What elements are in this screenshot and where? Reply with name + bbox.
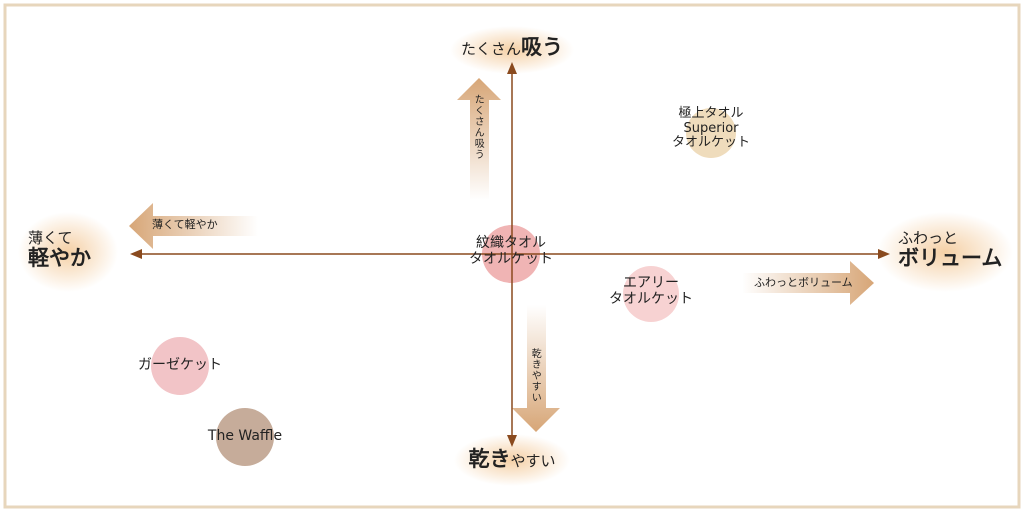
- product-label-airy: エアリー タオルケット: [591, 275, 711, 307]
- axis-left-line2: 軽やか: [28, 245, 91, 270]
- bubble-gauze: [151, 337, 209, 395]
- axis-top-prefix: たくさん: [460, 40, 521, 58]
- glow-top: [450, 26, 574, 74]
- axis-label-left: 薄くて 軽やか: [28, 230, 91, 270]
- axis-arrowhead-left: [130, 249, 142, 259]
- axis-left-line1: 薄くて: [28, 229, 73, 247]
- product-waffle-line1: The Waffle: [207, 428, 283, 444]
- arrow-label-top: たくさん吸う: [472, 94, 484, 160]
- product-label-mon-ori: 紋織タオル タオルケット: [446, 235, 576, 267]
- axis-arrowhead-down: [507, 435, 517, 447]
- axis-top-main: 吸う: [521, 35, 563, 59]
- bubble-airy: [623, 266, 679, 322]
- axis-bottom-main: 乾き: [468, 447, 511, 471]
- product-mon-ori-line2: タオルケット: [469, 250, 553, 267]
- arrow-left: [129, 203, 258, 249]
- product-superior-line1: 極上タオル: [678, 106, 744, 121]
- frame-border: [3, 3, 1021, 509]
- arrow-label-right: ふわっとボリューム: [754, 276, 853, 289]
- axis-label-top: たくさん吸う: [452, 35, 572, 60]
- product-mon-ori-line1: 紋織タオル: [476, 235, 546, 251]
- axis-right-line1: ふわっと: [898, 229, 959, 247]
- glow-left: [18, 212, 118, 292]
- axis-arrowhead-right: [878, 249, 890, 259]
- axis-bottom-suffix: やすい: [510, 452, 556, 470]
- axis-arrowhead-up: [507, 62, 517, 74]
- product-airy-line1: エアリー: [623, 275, 679, 291]
- product-superior-line2: Superior: [683, 120, 739, 136]
- product-gauze-line1: ガーゼケット: [138, 357, 222, 373]
- arrow-up: [457, 78, 501, 200]
- axis-right-line2: ボリューム: [898, 245, 1003, 270]
- product-label-waffle: The Waffle: [185, 428, 305, 445]
- product-label-gauze: ガーゼケット: [120, 357, 240, 374]
- arrow-down: [512, 305, 560, 432]
- bubble-superior: [686, 108, 736, 158]
- arrow-label-bottom: 乾きやすい: [529, 348, 541, 403]
- axis-label-right: ふわっと ボリューム: [898, 230, 1002, 270]
- glow-right: [877, 212, 1013, 292]
- product-superior-line3: タオルケット: [671, 135, 750, 151]
- glow-bottom: [454, 434, 570, 486]
- product-airy-line2: タオルケット: [609, 290, 693, 307]
- product-label-superior: 極上タオル Superior タオルケット: [651, 106, 771, 151]
- arrow-label-left: 薄くて軽やか: [152, 218, 218, 231]
- axis-label-bottom: 乾きやすい: [452, 447, 572, 472]
- bubble-waffle: [216, 408, 274, 466]
- arrow-right: [742, 261, 874, 305]
